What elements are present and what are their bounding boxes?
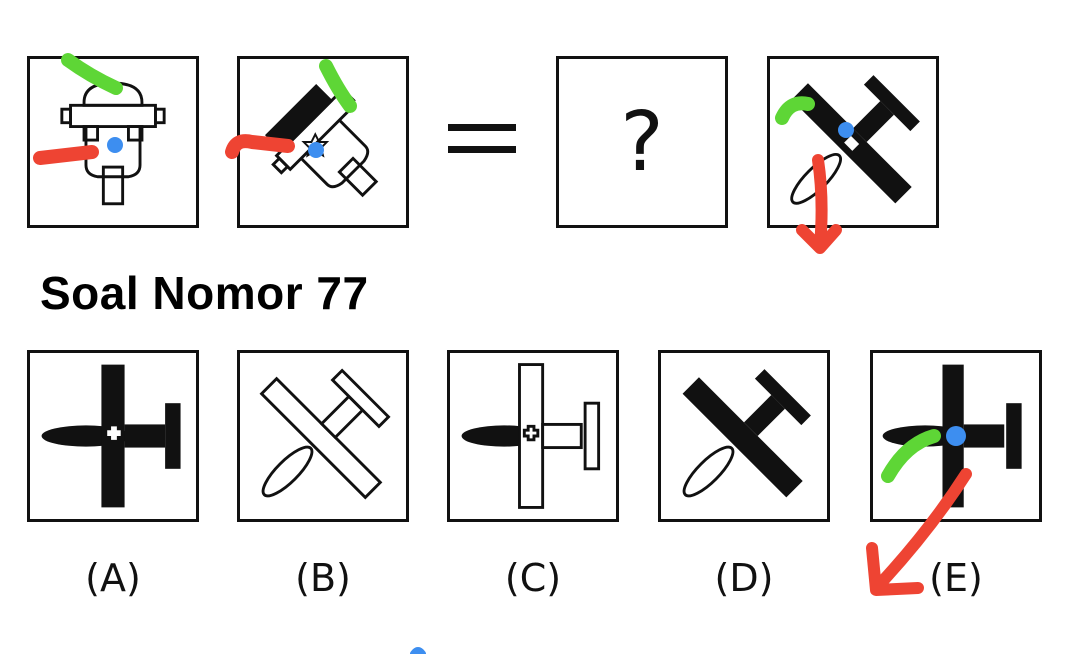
option-a-label[interactable]: (A) bbox=[85, 556, 141, 600]
option-c-box[interactable] bbox=[447, 350, 619, 522]
option-a-box[interactable] bbox=[27, 350, 199, 522]
question-figure-2 bbox=[237, 56, 409, 228]
option-e-box[interactable] bbox=[870, 350, 1042, 522]
airplane-outline-icon bbox=[461, 363, 601, 509]
page-title: Soal Nomor 77 bbox=[40, 267, 369, 319]
rotated-car-icon bbox=[264, 83, 379, 198]
option-b-box[interactable] bbox=[237, 350, 409, 522]
airplane-black-icon bbox=[882, 364, 1022, 508]
option-b-label[interactable]: (B) bbox=[295, 556, 351, 600]
question-answer-box[interactable]: ? bbox=[556, 56, 728, 228]
airplane-black-icon bbox=[41, 364, 181, 508]
equals-sign bbox=[448, 120, 520, 160]
rotated-airplane-black-icon bbox=[790, 75, 920, 205]
option-c-label[interactable]: (C) bbox=[504, 556, 562, 600]
car-top-view-icon bbox=[60, 81, 166, 206]
option-d-label[interactable]: (D) bbox=[714, 556, 774, 600]
option-d-box[interactable] bbox=[658, 350, 830, 522]
airplane-black-rotated-icon bbox=[682, 369, 811, 498]
option-e-label[interactable]: (E) bbox=[929, 556, 983, 600]
question-mark: ? bbox=[620, 94, 664, 190]
airplane-outline-rotated-icon bbox=[259, 368, 391, 500]
question-figure-1 bbox=[27, 56, 199, 228]
question-figure-3 bbox=[767, 56, 939, 228]
